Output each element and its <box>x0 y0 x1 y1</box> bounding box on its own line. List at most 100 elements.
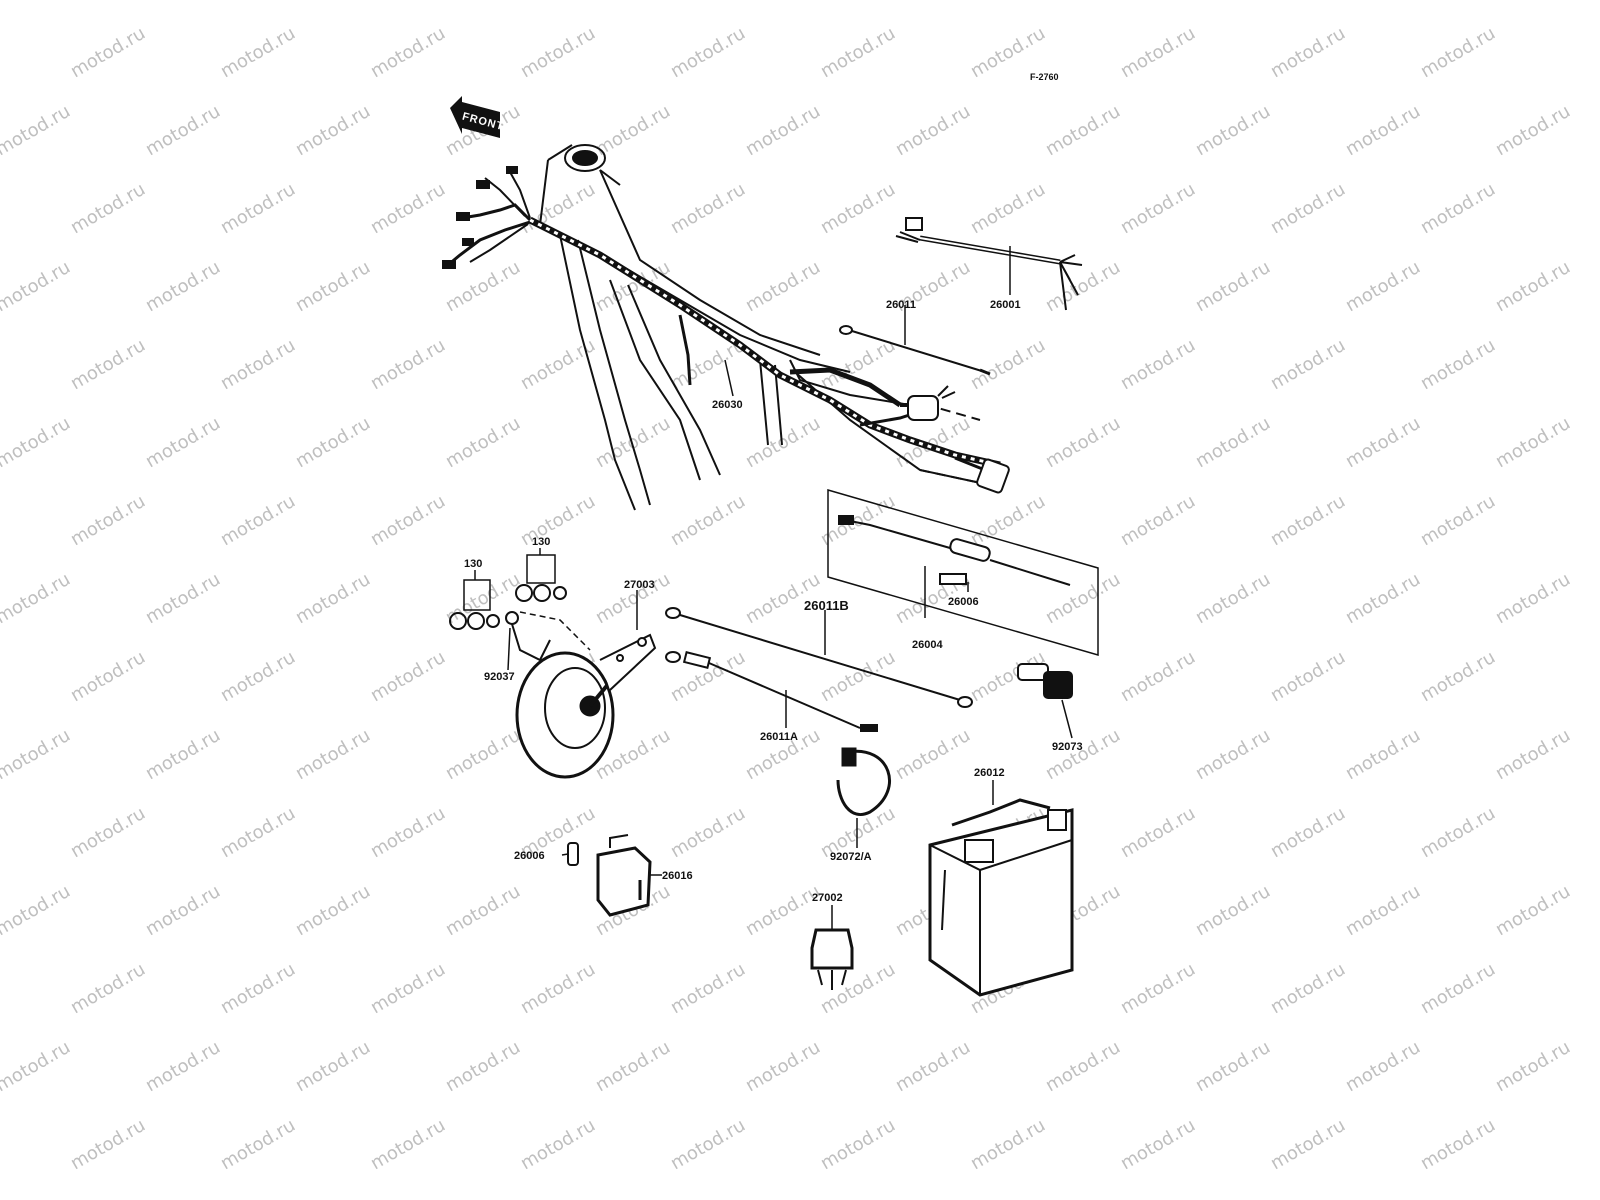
leader-lines <box>474 246 1073 930</box>
relay-b <box>810 928 854 990</box>
watermark-text: motod.ru <box>817 1115 899 1174</box>
watermark-text: motod.ru <box>1267 491 1349 550</box>
watermark-text: motod.ru <box>292 257 374 316</box>
watermark-text: motod.ru <box>592 1037 674 1096</box>
watermark-text: motod.ru <box>217 23 299 82</box>
callout-main-harness: 26030 <box>712 399 743 411</box>
spare-fuse <box>567 842 579 866</box>
callout-battery: 26012 <box>974 767 1005 779</box>
watermark-text: motod.ru <box>142 257 224 316</box>
watermark-text: motod.ru <box>217 179 299 238</box>
watermark-text: motod.ru <box>142 1037 224 1096</box>
watermark-text: motod.ru <box>1192 881 1274 940</box>
watermark-text: motod.ru <box>442 0 524 4</box>
horn-leads <box>665 607 973 732</box>
watermark-text: motod.ru <box>367 179 449 238</box>
watermark-text: motod.ru <box>1267 1115 1349 1174</box>
watermark-text: motod.ru <box>67 23 149 82</box>
watermark-text: motod.ru <box>442 881 524 940</box>
watermark-text: motod.ru <box>667 1115 749 1174</box>
horn-bracket <box>505 611 591 662</box>
callout-fuse-lead-assy: 26004 <box>912 639 943 651</box>
watermark-text: motod.ru <box>1192 569 1274 628</box>
watermark-text: motod.ru <box>742 413 824 472</box>
watermark-text: motod.ru <box>1492 101 1574 160</box>
watermark-text: motod.ru <box>817 491 899 550</box>
watermark-text: motod.ru <box>1117 335 1199 394</box>
watermark-text: motod.ru <box>967 1115 1049 1174</box>
callout-fuse: 26006 <box>948 596 979 608</box>
watermark-text: motod.ru <box>517 23 599 82</box>
watermark-text: motod.ru <box>1042 1037 1124 1096</box>
watermark-text: motod.ru <box>742 1037 824 1096</box>
watermark-text: motod.ru <box>1117 179 1199 238</box>
watermark-text: motod.ru <box>292 413 374 472</box>
watermark-text: motod.ru <box>592 413 674 472</box>
callout-lead-top: 26011 <box>886 299 916 311</box>
watermark-text: motod.ru <box>742 881 824 940</box>
watermark-text: motod.ru <box>1042 725 1124 784</box>
part-callouts: 26001 26011 26030 26006 26004 26011B 260… <box>464 299 1083 904</box>
watermark-text: motod.ru <box>0 725 74 784</box>
watermark-text: motod.ru <box>1417 179 1499 238</box>
watermark-text: motod.ru <box>142 569 224 628</box>
watermark-text: motod.ru <box>667 803 749 862</box>
horn <box>515 633 657 779</box>
watermark-text: motod.ru <box>1342 0 1424 4</box>
watermark-text: motod.ru <box>1417 1115 1499 1174</box>
watermark-text: motod.ru <box>1192 1037 1274 1096</box>
watermark-text: motod.ru <box>517 491 599 550</box>
watermark-text: motod.ru <box>1417 335 1499 394</box>
watermark-text: motod.ru <box>592 101 674 160</box>
watermark-text: motod.ru <box>667 179 749 238</box>
callout-relay: 26016 <box>662 870 693 882</box>
watermark-text: motod.ru <box>1117 647 1199 706</box>
watermark-text: motod.ru <box>0 101 74 160</box>
watermark-text: motod.ru <box>442 413 524 472</box>
watermark-text: motod.ru <box>367 647 449 706</box>
watermark-text: motod.ru <box>1417 491 1499 550</box>
front-arrow: FRONT <box>450 96 505 138</box>
watermark-text: motod.ru <box>1492 413 1574 472</box>
watermark-text: motod.ru <box>1492 569 1574 628</box>
watermark-text: motod.ru <box>292 725 374 784</box>
relay <box>596 834 652 917</box>
watermark-text: motod.ru <box>517 179 599 238</box>
watermark-text: motod.ru <box>892 1037 974 1096</box>
callout-bolt-set-upper: 130 <box>532 536 550 548</box>
watermark-text: motod.ru <box>1192 413 1274 472</box>
handlebar-harness <box>895 217 1083 311</box>
watermark-text: motod.ru <box>1117 23 1199 82</box>
watermark-text: motod.ru <box>1267 179 1349 238</box>
main-wiring-harness <box>442 166 1010 494</box>
watermark-text: motod.ru <box>892 101 974 160</box>
watermark-text: motod.ru <box>367 803 449 862</box>
fuse-lead-assembly <box>827 489 1099 656</box>
watermark-text: motod.ru <box>1342 725 1424 784</box>
callout-horn-bracket: 92037 <box>484 671 515 683</box>
watermark-text: motod.ru <box>142 413 224 472</box>
watermark-text: motod.ru <box>0 0 74 4</box>
watermark-text: motod.ru <box>1042 413 1124 472</box>
watermark-text: motod.ru <box>742 257 824 316</box>
watermark-text: motod.ru <box>1342 101 1424 160</box>
callout-handlebar-harness: 26001 <box>990 299 1021 311</box>
battery-band <box>836 747 891 816</box>
watermark-text: motod.ru <box>1117 959 1199 1018</box>
callout-spare-fuse: 26006 <box>514 850 545 862</box>
watermark-text: motod.ru <box>1342 881 1424 940</box>
bolt-set-upper <box>515 554 567 602</box>
watermark-text: motod.ru <box>1267 23 1349 82</box>
callout-battery-cap: 92073 <box>1052 741 1083 753</box>
watermark-text: motod.ru <box>217 335 299 394</box>
watermark-text: motod.ru <box>1417 647 1499 706</box>
watermark-text: motod.ru <box>142 881 224 940</box>
watermark-text: motod.ru <box>1267 803 1349 862</box>
watermark-text: motod.ru <box>217 647 299 706</box>
watermark-text: motod.ru <box>142 101 224 160</box>
watermark-text: motod.ru <box>442 1037 524 1096</box>
watermark-text: motod.ru <box>817 335 899 394</box>
watermark-text: motod.ru <box>292 1037 374 1096</box>
watermark-text: motod.ru <box>967 335 1049 394</box>
